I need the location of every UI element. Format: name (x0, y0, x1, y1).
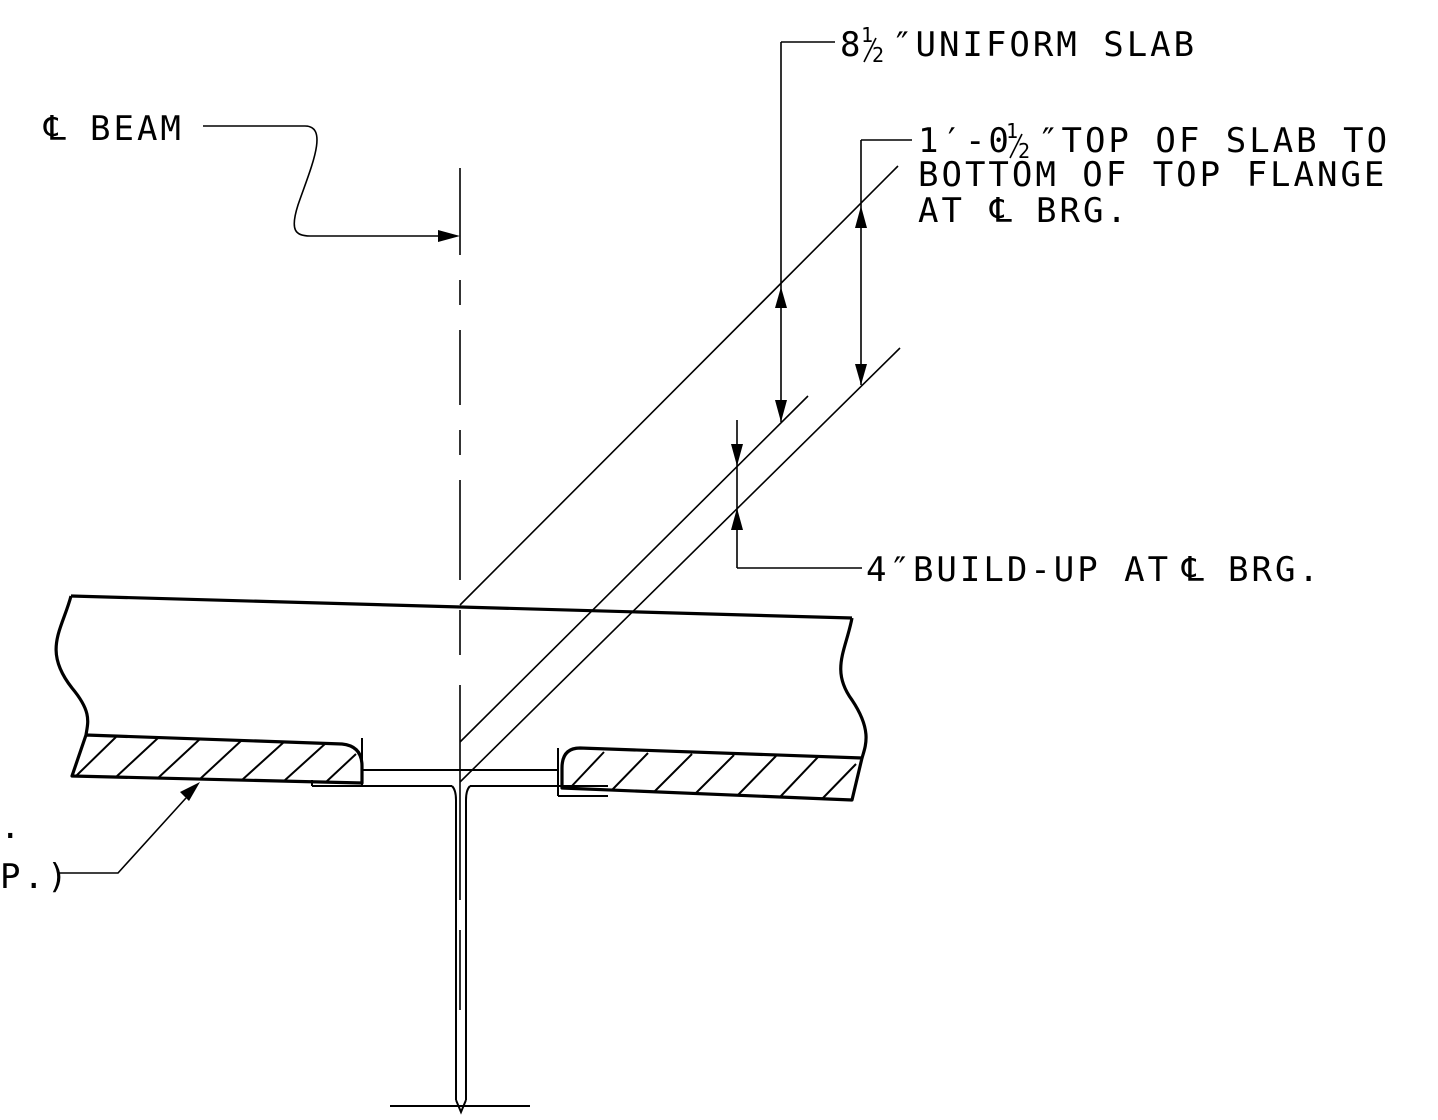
buildup-cl-symbol: ℄ (1181, 550, 1207, 590)
cl-beam-symbol: ℄ (43, 109, 69, 149)
buildup-label: 4″BUILD-UP AT (866, 550, 1171, 590)
left-partial-callout: . P.) (0, 782, 200, 897)
uniform-slab-label: ″UNIFORM SLAB (892, 25, 1197, 65)
skew-lines (459, 165, 901, 783)
steel-beam (311, 738, 608, 1115)
top-of-slab-dimension: 1′-0 1 2 ″TOP OF SLAB TO BOTTOM OF TOP F… (855, 119, 1390, 385)
top-of-slab-cl-symbol: ℄ (989, 191, 1015, 231)
top-of-slab-line2: BOTTOM OF TOP FLANGE (918, 155, 1387, 195)
top-of-slab-line3-pre: AT (918, 191, 965, 231)
top-of-slab-den: 2 (1018, 139, 1033, 163)
concrete-slab (54, 594, 868, 759)
left-partial-text-1: . (0, 807, 23, 847)
right-hatched-haunch (560, 746, 864, 802)
top-of-slab-line3-post: BRG. (1036, 191, 1130, 231)
cl-beam-label: BEAM (90, 109, 184, 149)
cl-beam-callout: ℄ BEAM (43, 109, 460, 242)
buildup-dimension: 4″BUILD-UP AT ℄ BRG. (731, 420, 1322, 590)
top-of-slab-num: 1 (1006, 119, 1021, 143)
uniform-slab-whole: 8 (840, 25, 863, 65)
uniform-slab-den: 2 (872, 43, 887, 67)
top-of-slab-whole: 1′-0 (918, 121, 1012, 161)
left-partial-text-2: P.) (0, 857, 70, 897)
uniform-slab-dimension: 8 1 2 ″UNIFORM SLAB (775, 23, 1197, 422)
left-hatched-haunch (70, 733, 364, 785)
top-of-slab-line1: ″TOP OF SLAB TO (1038, 121, 1390, 161)
buildup-label-post: BRG. (1228, 550, 1322, 590)
uniform-slab-num: 1 (861, 23, 876, 47)
